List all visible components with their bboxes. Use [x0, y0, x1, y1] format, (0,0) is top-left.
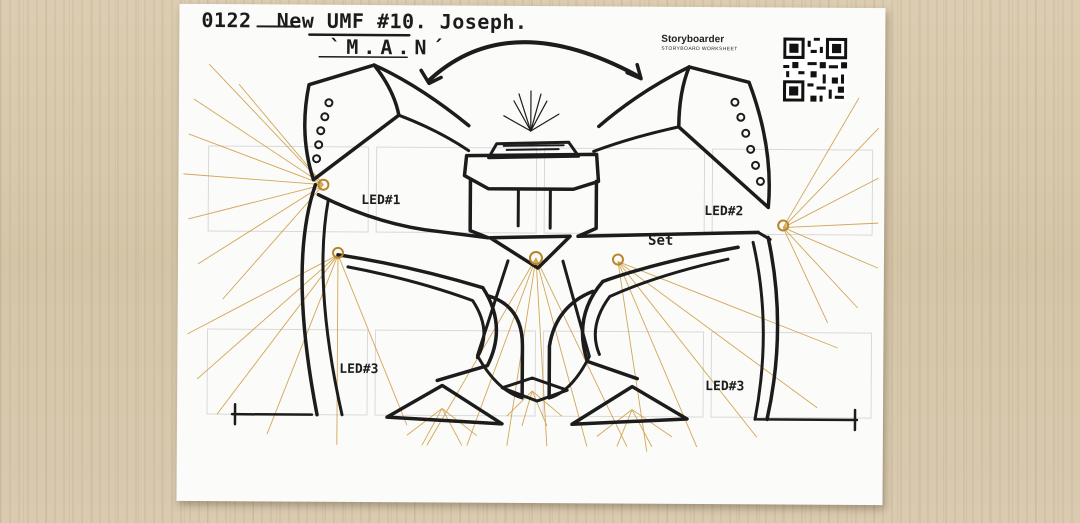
- label-led3-left: LED#3: [339, 362, 378, 377]
- storyboard-sheet: 0122 New UMF #10. Joseph. `M.A.N´ Storyb…: [176, 4, 885, 505]
- label-led2: LED#2: [704, 204, 743, 219]
- right-pillar: [767, 237, 778, 419]
- left-pillar: [301, 185, 318, 415]
- label-set: Set: [648, 233, 673, 249]
- led-2-rays: [783, 98, 879, 324]
- worksheet-label: STORYBOARD WORKSHEET: [661, 46, 737, 52]
- sheet-title: 0122 New UMF #10. Joseph.: [201, 8, 527, 34]
- center-wedge: [490, 236, 570, 268]
- floor-line-right: [757, 419, 857, 420]
- center-riser: [464, 154, 598, 190]
- app-name: Storyboarder: [661, 34, 724, 45]
- top-light-burst: [504, 91, 559, 131]
- label-led3-right: LED#3: [705, 379, 744, 394]
- label-led1: LED#1: [361, 193, 400, 208]
- right-wing: [678, 67, 770, 208]
- left-wing: [304, 65, 399, 181]
- led-3-right-rays: [617, 262, 838, 453]
- led-3-left-rays: [187, 254, 408, 445]
- top-arc-arrow: [429, 42, 639, 82]
- qr-code: [783, 38, 847, 102]
- stage-sketch: [176, 4, 885, 505]
- bottom-right-triangle: [572, 386, 687, 425]
- sheet-subtitle: `M.A.N´: [329, 35, 448, 60]
- bottom-left-triangle: [387, 385, 502, 424]
